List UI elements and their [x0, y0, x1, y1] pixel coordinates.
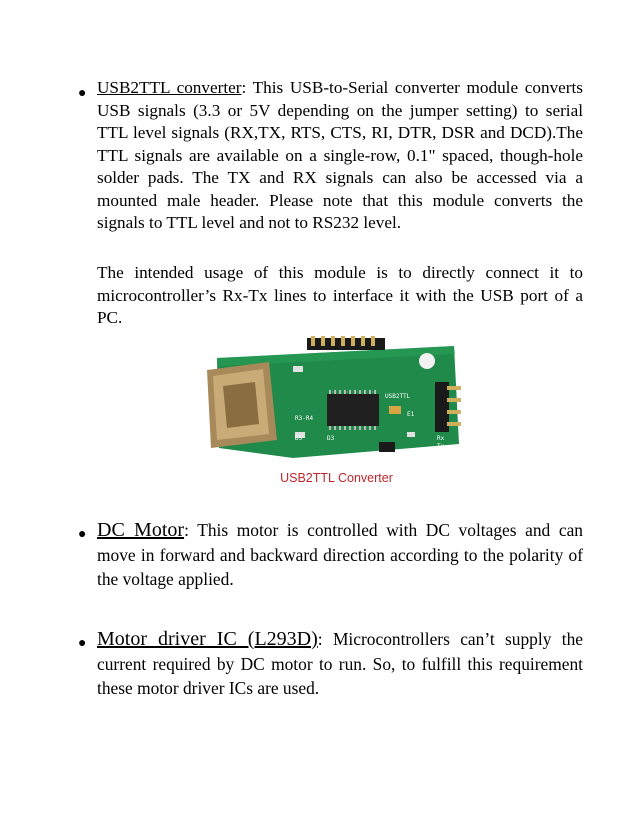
- board-label: D3: [327, 435, 335, 442]
- board-logo: [419, 353, 435, 369]
- side-header-pins: [435, 382, 461, 432]
- board-label: Rx: [437, 435, 445, 442]
- bullet-dot: ●: [78, 86, 87, 101]
- smd-component: [295, 432, 305, 438]
- usb-connector: [207, 362, 277, 448]
- bullet-dot: ●: [78, 636, 87, 651]
- item-text: : This USB-to-Serial converter module co…: [97, 78, 583, 232]
- board-label: Tx: [437, 443, 445, 450]
- item-term: USB2TTL converter: [97, 78, 242, 97]
- board-label: R3-R4: [295, 415, 313, 422]
- board-label: D5: [295, 435, 303, 442]
- item-term: Motor driver IC (L293D): [97, 628, 318, 650]
- item-text: : Microcontrollers can’t supply the curr…: [97, 629, 583, 698]
- item-text: : This motor is controlled with DC volta…: [97, 520, 583, 589]
- pcb-photo-illustration: USB2TTL Rx Tx R3-R4 D3 D5 E1: [207, 336, 461, 458]
- ic-chip: [327, 394, 379, 426]
- list-item-dc-motor: DC Motor: This motor is controlled with …: [97, 518, 583, 592]
- item-term: DC Motor: [97, 519, 185, 541]
- smd-component: [293, 366, 303, 372]
- smd-component: [407, 432, 415, 437]
- usb2ttl-board-image: USB2TTL Rx Tx R3-R4 D3 D5 E1: [207, 336, 466, 466]
- capacitor: [389, 406, 401, 414]
- body-paragraph: The intended usage of this module is to …: [97, 263, 583, 327]
- list-item-motor-driver: Motor driver IC (L293D): Microcontroller…: [97, 627, 583, 701]
- bullet-dot: ●: [78, 527, 87, 542]
- figure-caption: USB2TTL Converter: [280, 471, 393, 485]
- list-item-usb2ttl: USB2TTL converter: This USB-to-Serial co…: [97, 77, 583, 235]
- board-label: E1: [407, 411, 415, 418]
- pcb-highlight: [217, 346, 455, 366]
- board-label: USB2TTL: [385, 393, 411, 400]
- top-header-pins: [307, 336, 385, 350]
- jumper-header: [379, 442, 395, 452]
